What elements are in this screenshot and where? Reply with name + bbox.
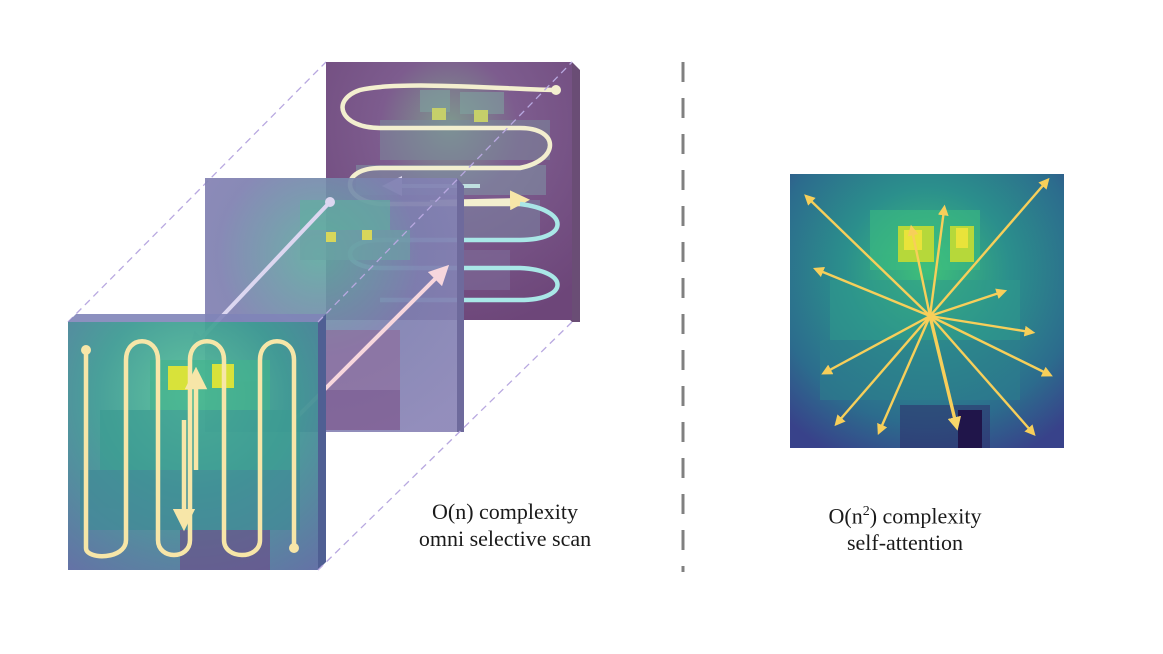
omni-scan-diagram: [67, 61, 580, 571]
complexity-prefix: O(n: [828, 503, 863, 529]
complexity-superscript: 2: [862, 504, 870, 519]
omni-scan-method-label: omni selective scan: [418, 526, 592, 551]
attention-arrows: [804, 177, 1053, 437]
self-attention-diagram: [790, 174, 1064, 448]
self-attention-caption: O(n2) complexity self-attention: [790, 498, 1020, 556]
front-scan-path: [83, 339, 297, 559]
front-feature-layer: [68, 314, 326, 570]
omni-scan-complexity-label: O(n) complexity: [431, 499, 579, 524]
complexity-suffix: ) complexity: [869, 503, 982, 529]
projection-lines-bottom: [317, 61, 573, 571]
self-attention-complexity-label: O(n2) complexity: [790, 498, 1020, 529]
self-attention-method-label: self-attention: [846, 530, 964, 556]
middle-feature-layer: [188, 178, 464, 432]
omni-scan-caption: O(n) complexity omni selective scan: [400, 498, 610, 552]
back-scan-path: [340, 83, 557, 207]
